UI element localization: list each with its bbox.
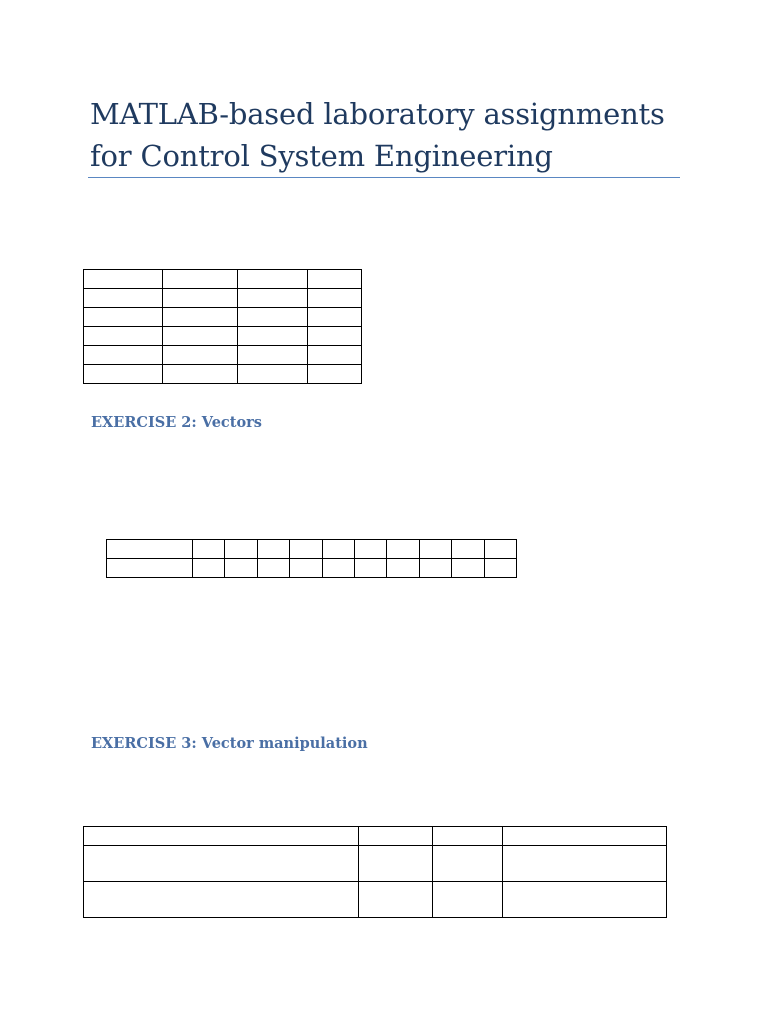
table-cell xyxy=(483,558,518,578)
table-cell xyxy=(418,558,453,578)
table-cell xyxy=(162,326,238,346)
table-row xyxy=(82,881,668,918)
table-cell xyxy=(236,364,308,384)
table-cell xyxy=(82,826,360,846)
table-cell xyxy=(236,288,308,308)
table-cell xyxy=(192,539,226,559)
table-row xyxy=(82,307,363,327)
table-cell xyxy=(306,288,363,308)
table-cell xyxy=(358,845,433,882)
table-cell xyxy=(236,307,308,327)
table-cell xyxy=(431,826,503,846)
empty-table-1 xyxy=(82,269,363,384)
table-cell xyxy=(501,881,668,918)
table-row xyxy=(82,326,363,346)
table-cell xyxy=(82,288,164,308)
table-cell xyxy=(358,881,433,918)
table-row xyxy=(82,288,363,308)
table-row xyxy=(82,845,668,882)
table-cell xyxy=(306,364,363,384)
table-cell xyxy=(162,364,238,384)
table-cell xyxy=(386,558,420,578)
table-row xyxy=(82,364,363,384)
table-cell xyxy=(321,558,356,578)
table-cell xyxy=(483,539,518,559)
table-cell xyxy=(321,539,356,559)
table-cell xyxy=(82,345,164,365)
table-cell xyxy=(256,539,291,559)
title-underline-rule xyxy=(88,177,680,178)
table-cell xyxy=(162,307,238,327)
table-cell xyxy=(82,845,360,882)
table-cell xyxy=(386,539,420,559)
table-row xyxy=(82,345,363,365)
table-cell xyxy=(451,558,485,578)
table-cell xyxy=(82,364,164,384)
exercise-2-heading: EXERCISE 2: Vectors xyxy=(91,414,262,431)
table-cell xyxy=(105,558,194,578)
table-row xyxy=(82,826,668,846)
table-cell xyxy=(162,269,238,289)
table-cell xyxy=(82,307,164,327)
table-cell xyxy=(162,288,238,308)
table-cell xyxy=(289,558,323,578)
table-cell xyxy=(289,539,323,559)
table-cell xyxy=(501,845,668,882)
table-cell xyxy=(236,326,308,346)
table-cell xyxy=(306,326,363,346)
table-cell xyxy=(224,558,258,578)
table-cell xyxy=(82,326,164,346)
table-cell xyxy=(82,269,164,289)
table-cell xyxy=(236,269,308,289)
table-row xyxy=(82,269,363,289)
table-cell xyxy=(306,307,363,327)
table-cell xyxy=(236,345,308,365)
table-cell xyxy=(162,345,238,365)
table-cell xyxy=(105,539,194,559)
exercise-3-heading: EXERCISE 3: Vector manipulation xyxy=(91,735,368,752)
table-row xyxy=(105,558,518,578)
table-cell xyxy=(451,539,485,559)
table-cell xyxy=(306,269,363,289)
table-cell xyxy=(353,539,388,559)
table-cell xyxy=(501,826,668,846)
document-title: MATLAB-based laboratory assignments for … xyxy=(90,97,665,173)
table-cell xyxy=(431,845,503,882)
empty-table-2 xyxy=(105,539,518,578)
table-cell xyxy=(82,881,360,918)
table-cell xyxy=(358,826,433,846)
table-cell xyxy=(431,881,503,918)
table-cell xyxy=(192,558,226,578)
table-cell xyxy=(418,539,453,559)
table-cell xyxy=(353,558,388,578)
table-cell xyxy=(224,539,258,559)
table-cell xyxy=(256,558,291,578)
table-cell xyxy=(306,345,363,365)
empty-table-3 xyxy=(82,826,668,918)
table-row xyxy=(105,539,518,559)
